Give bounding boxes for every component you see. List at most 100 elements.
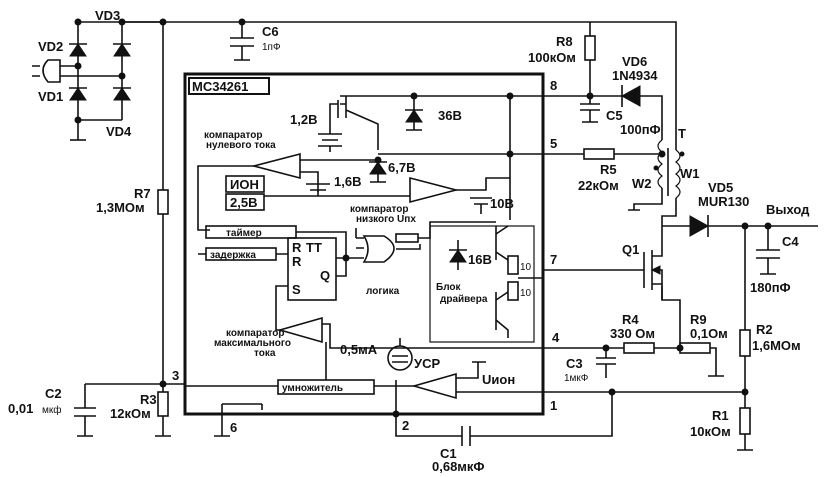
- r7-resistor-symbol: [157, 189, 169, 215]
- flipflop-r1: R: [292, 240, 302, 255]
- flipflop-tt: TT: [306, 240, 322, 255]
- pin7-number: 7: [550, 252, 557, 267]
- c6-label: C6: [262, 24, 279, 39]
- max-comparator-label-b: максимального: [214, 338, 291, 349]
- w1-supply-wire: [590, 21, 677, 150]
- r5-value: 22кОм: [578, 178, 619, 193]
- battery16-icon: [306, 183, 330, 196]
- current-source-arrow-icon: [392, 355, 408, 363]
- c1-capacitor-symbol: [461, 392, 613, 446]
- node: [506, 150, 514, 158]
- zero-comparator-symbol: [250, 152, 301, 180]
- r1-value: 10кОм: [690, 424, 731, 439]
- driver-r10a-label: 10: [520, 262, 532, 273]
- chip-title-box: [188, 77, 270, 95]
- transformer-label: T: [678, 126, 686, 141]
- r8-value: 100кОм: [528, 50, 576, 65]
- vd3-diode-symbol: [113, 43, 131, 57]
- pin3-number: 3: [172, 368, 179, 383]
- internal-pin5-bus: [378, 96, 543, 220]
- r8-label: R8: [556, 34, 573, 49]
- v16-label: 1,6В: [334, 174, 361, 189]
- pin4-number: 4: [552, 330, 560, 345]
- q1-label: Q1: [622, 242, 639, 257]
- pin1-number: 1: [550, 398, 557, 413]
- max-comparator-label-a: компаратор: [226, 328, 285, 339]
- r2-label: R2: [756, 322, 773, 337]
- vd5-cathode-output: [707, 215, 818, 237]
- r9-resistor-symbol: [679, 342, 711, 354]
- vd2-diode-symbol: [69, 43, 87, 57]
- c1-value: 0,68мкФ: [432, 459, 485, 474]
- c3-value: 1мкФ: [564, 373, 589, 384]
- w1-label: W1: [680, 166, 700, 181]
- node: [74, 116, 82, 124]
- w1-winding-icon: [675, 149, 681, 199]
- output-label: Выход: [766, 202, 810, 217]
- zero-comparator-inputs: [300, 159, 378, 192]
- zener36-symbol: [405, 109, 423, 123]
- v10-label: 10В: [490, 196, 514, 211]
- w2-dot-icon: [653, 165, 659, 171]
- r1-resistor-symbol: [739, 407, 751, 435]
- v25-box: [225, 193, 265, 211]
- internal-transistor-base-icon: [329, 100, 339, 134]
- c2-label: C2: [45, 386, 62, 401]
- zener67-symbol: [369, 161, 387, 175]
- ion-label: ИОН: [230, 177, 259, 192]
- r3-ground-icon: [155, 416, 171, 437]
- max-comparator-output: [275, 285, 288, 331]
- r4-label: R4: [622, 312, 639, 327]
- ac-plug-pins-icon: [32, 65, 40, 77]
- pin2-wire: [395, 380, 462, 437]
- r3-label: R3: [140, 392, 157, 407]
- v12-label: 1,2В: [290, 112, 317, 127]
- r4-value: 330 Ом: [610, 326, 655, 341]
- w2-winding-icon: [657, 139, 663, 189]
- driver-r10a-symbol: [507, 255, 519, 275]
- r1-label: R1: [712, 408, 729, 423]
- chip-outline: [183, 72, 545, 416]
- vd1-label: VD1: [38, 89, 63, 104]
- logic-inputs: [355, 228, 364, 249]
- vd6-wires: [621, 85, 663, 140]
- vd6-part: 1N4934: [612, 68, 658, 83]
- r7-value: 1,3МОм: [96, 200, 145, 215]
- zener67-ground-icon: [369, 161, 387, 183]
- pin2-number: 2: [402, 418, 409, 433]
- current-label: 0,5мА: [340, 342, 378, 357]
- r9-label: R9: [690, 312, 707, 327]
- r1-ground-icon: [737, 434, 753, 451]
- zero-comparator-label-a: компаратор: [204, 130, 263, 141]
- r2-resistor-symbol: [739, 329, 751, 357]
- vd4-label: VD4: [106, 124, 132, 139]
- zener16-wires: [449, 240, 467, 270]
- pin5-number: 5: [550, 136, 557, 151]
- max-comparator-symbol: [277, 316, 323, 344]
- vd5-part: MUR130: [698, 194, 749, 209]
- q1-drain-source-icon: [652, 226, 663, 300]
- vd2-label: VD2: [38, 39, 63, 54]
- driver-label-a: Блок: [436, 282, 462, 293]
- chip-name: MC34261: [192, 79, 248, 94]
- vd4-diode-symbol: [113, 87, 131, 101]
- c4-value: 180пФ: [750, 280, 791, 295]
- zener36-label: 36В: [438, 108, 462, 123]
- node: [392, 410, 400, 418]
- r7-label: R7: [134, 186, 151, 201]
- c2-unit: мкф: [42, 404, 61, 416]
- driver-r10b-symbol: [507, 281, 519, 301]
- timer-label: таймер: [226, 228, 262, 239]
- node: [74, 62, 82, 70]
- logic-label: логика: [366, 286, 400, 297]
- pin8-number: 8: [550, 78, 557, 93]
- vd1-diode-symbol: [69, 87, 87, 101]
- driver-output: [518, 270, 544, 279]
- battery10-icon: [470, 197, 492, 214]
- v25-label: 2,5В: [230, 195, 257, 210]
- internal-transistor-icon: [340, 96, 347, 118]
- v67-label: 6,7В: [388, 160, 415, 175]
- c1-label: C1: [440, 446, 457, 461]
- driver-transistor-bottom-icon: [495, 291, 509, 338]
- vd3-label: VD3: [95, 8, 120, 23]
